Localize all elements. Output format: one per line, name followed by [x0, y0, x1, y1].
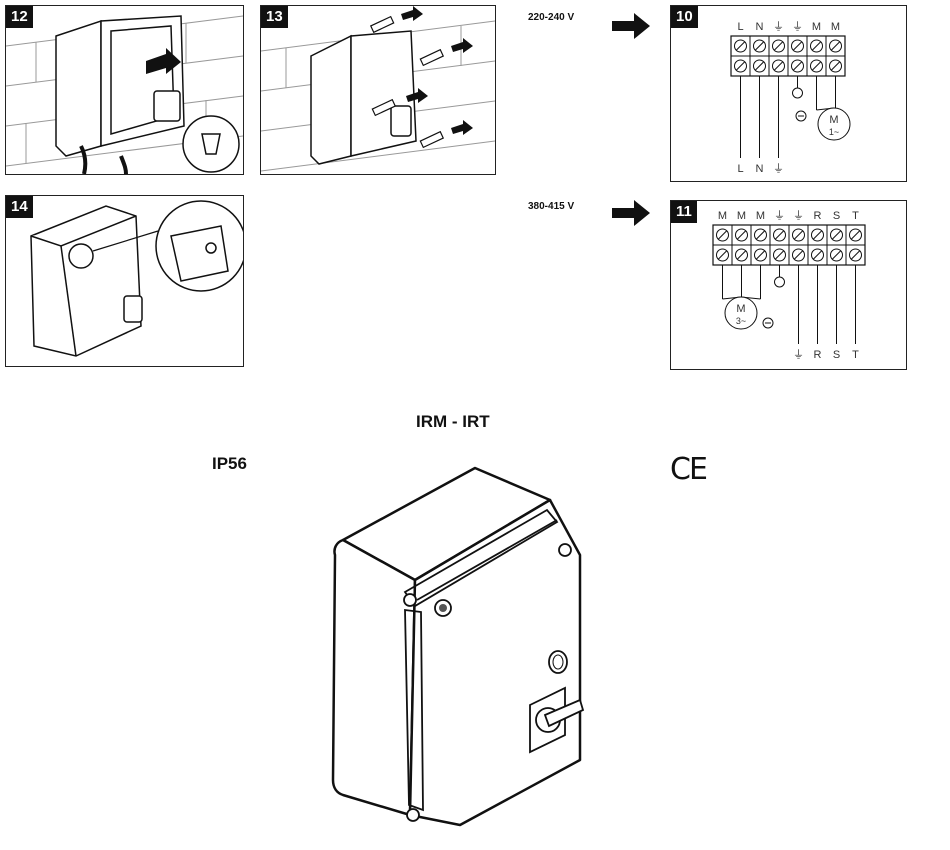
step-12-panel: 12	[5, 5, 244, 175]
terminal-label: M	[812, 21, 821, 33]
step-12-badge: 12	[6, 6, 33, 28]
motor-icon	[724, 296, 758, 330]
step-13-badge: 13	[261, 6, 288, 28]
step-14-panel: 14	[5, 195, 244, 367]
motor-label: M	[829, 114, 838, 126]
terminal-label: N	[756, 21, 764, 33]
step-13-illustration	[261, 6, 495, 172]
ground-icon	[792, 87, 803, 99]
arrow-right-icon	[612, 13, 650, 39]
motor-phase-label: 1~	[829, 127, 839, 137]
push-arrow-icon	[146, 48, 181, 74]
step-11-badge: 11	[671, 201, 697, 223]
voltage-label-three-phase: 380-415 V	[528, 201, 575, 212]
supply-label: ⏚	[773, 162, 784, 175]
terminal-label: ⏚	[773, 20, 784, 33]
voltage-label-single-phase: 220-240 V	[528, 12, 575, 23]
terminal-label: M	[831, 21, 840, 33]
supply-label: N	[756, 163, 764, 175]
terminal-label: S	[833, 210, 840, 222]
supply-label: T	[852, 349, 859, 361]
supply-label: L	[737, 163, 743, 175]
terminal-label: R	[814, 210, 822, 222]
terminal-label: L	[737, 21, 743, 33]
step-12-illustration	[6, 15, 243, 174]
ip-rating: IP56	[212, 454, 247, 473]
ground-icon	[774, 276, 785, 288]
control-box-illustration	[331, 466, 585, 827]
terminal-label: M	[718, 210, 727, 222]
terminal-label: ⏚	[774, 209, 785, 222]
step-13-panel: 13	[260, 5, 496, 175]
motor-label: M	[736, 303, 745, 315]
motor-icon	[817, 107, 851, 141]
screw-icon	[369, 15, 445, 149]
rotary-switch	[529, 686, 585, 754]
motor-phase-label: 3~	[736, 316, 746, 326]
product-title: IRM - IRT	[416, 412, 490, 431]
terminal-label: M	[737, 210, 746, 222]
step-14-badge: 14	[6, 196, 33, 218]
terminal-label: ⏚	[793, 209, 804, 222]
step-14-illustration	[30, 200, 243, 357]
terminal-label: T	[852, 210, 859, 222]
step-10-badge: 10	[671, 6, 698, 28]
supply-label: ⏚	[793, 348, 804, 361]
supply-label: R	[814, 349, 822, 361]
ce-mark: CE	[670, 452, 708, 487]
terminal-label: M	[756, 210, 765, 222]
supply-label: S	[833, 349, 840, 361]
arrow-right-icon	[612, 200, 650, 226]
terminal-label: ⏚	[792, 20, 803, 33]
